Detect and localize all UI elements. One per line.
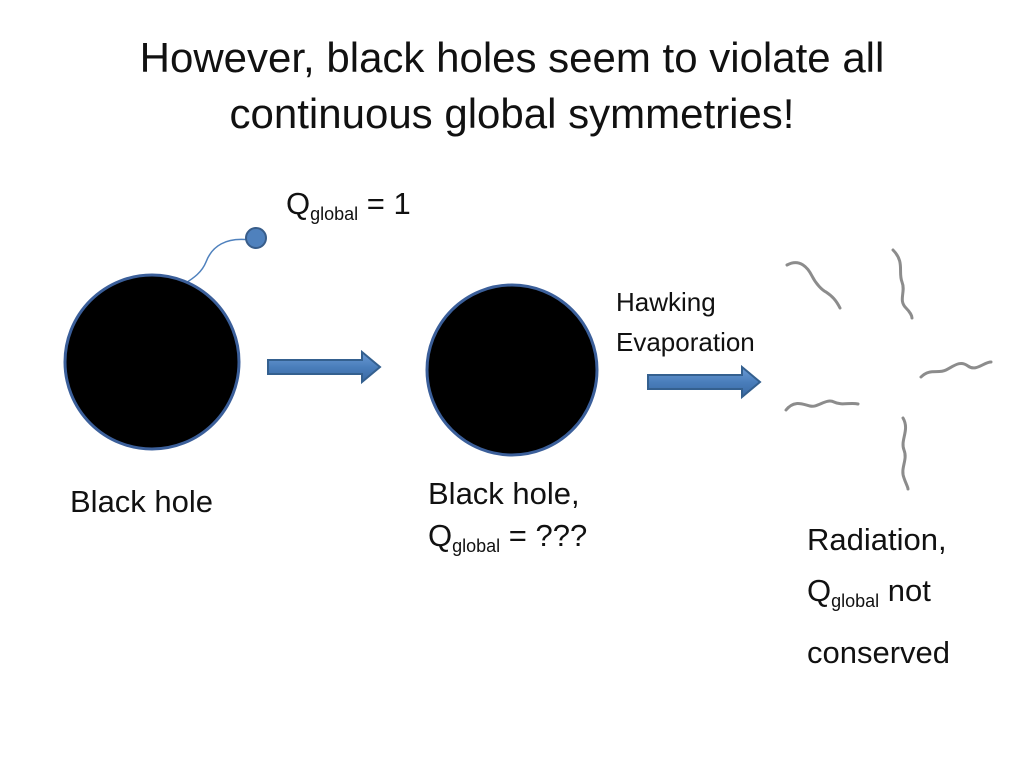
arrow-2 (647, 364, 762, 400)
black-hole-2 (425, 283, 599, 457)
radiation-line-2: Qglobal not (807, 565, 950, 627)
charge-symbol: Q (286, 186, 311, 221)
particle-trajectory (183, 238, 251, 285)
radiation-line-1: Radiation, (807, 522, 947, 557)
title-line-1: However, black holes seem to violate all (139, 34, 885, 81)
charge-value: = 1 (358, 186, 411, 221)
radiation-wave-2 (891, 248, 914, 320)
black-hole-2-value: = ??? (500, 518, 588, 553)
charged-particle (245, 227, 267, 249)
charge-label: Qglobal = 1 (286, 183, 411, 235)
radiation-subscript: global (831, 591, 880, 611)
black-hole-2-subscript: global (452, 536, 501, 556)
black-hole-2-line-1: Black hole, (428, 476, 580, 511)
slide-title: However, black holes seem to violate all… (0, 30, 1024, 142)
title-line-2: continuous global symmetries! (229, 90, 795, 137)
radiation-line-3: conserved (807, 635, 951, 670)
radiation-rest: not (879, 573, 931, 608)
radiation-wave-1 (785, 261, 842, 310)
black-hole-2-label: Black hole, Qglobal = ??? (428, 473, 587, 567)
radiation-wave-4 (784, 399, 860, 412)
black-hole-2-symbol: Q (428, 518, 453, 553)
black-hole-1 (63, 273, 241, 451)
arrow-1 (267, 349, 382, 385)
radiation-label: Radiation, Qglobal not conserved (807, 514, 950, 678)
radiation-wave-5 (901, 416, 910, 491)
radiation-wave-3 (919, 360, 993, 379)
radiation-squiggles (784, 248, 993, 491)
process-line-2: Evaporation (616, 327, 755, 357)
process-line-1: Hawking (616, 287, 716, 317)
radiation-symbol: Q (807, 573, 832, 608)
black-hole-1-label: Black hole (70, 481, 213, 523)
black-hole-1-text: Black hole (70, 484, 214, 519)
black-hole-2-line-2: Qglobal = ??? (428, 515, 587, 567)
charge-subscript: global (310, 204, 359, 224)
process-label: Hawking Evaporation (616, 282, 755, 362)
